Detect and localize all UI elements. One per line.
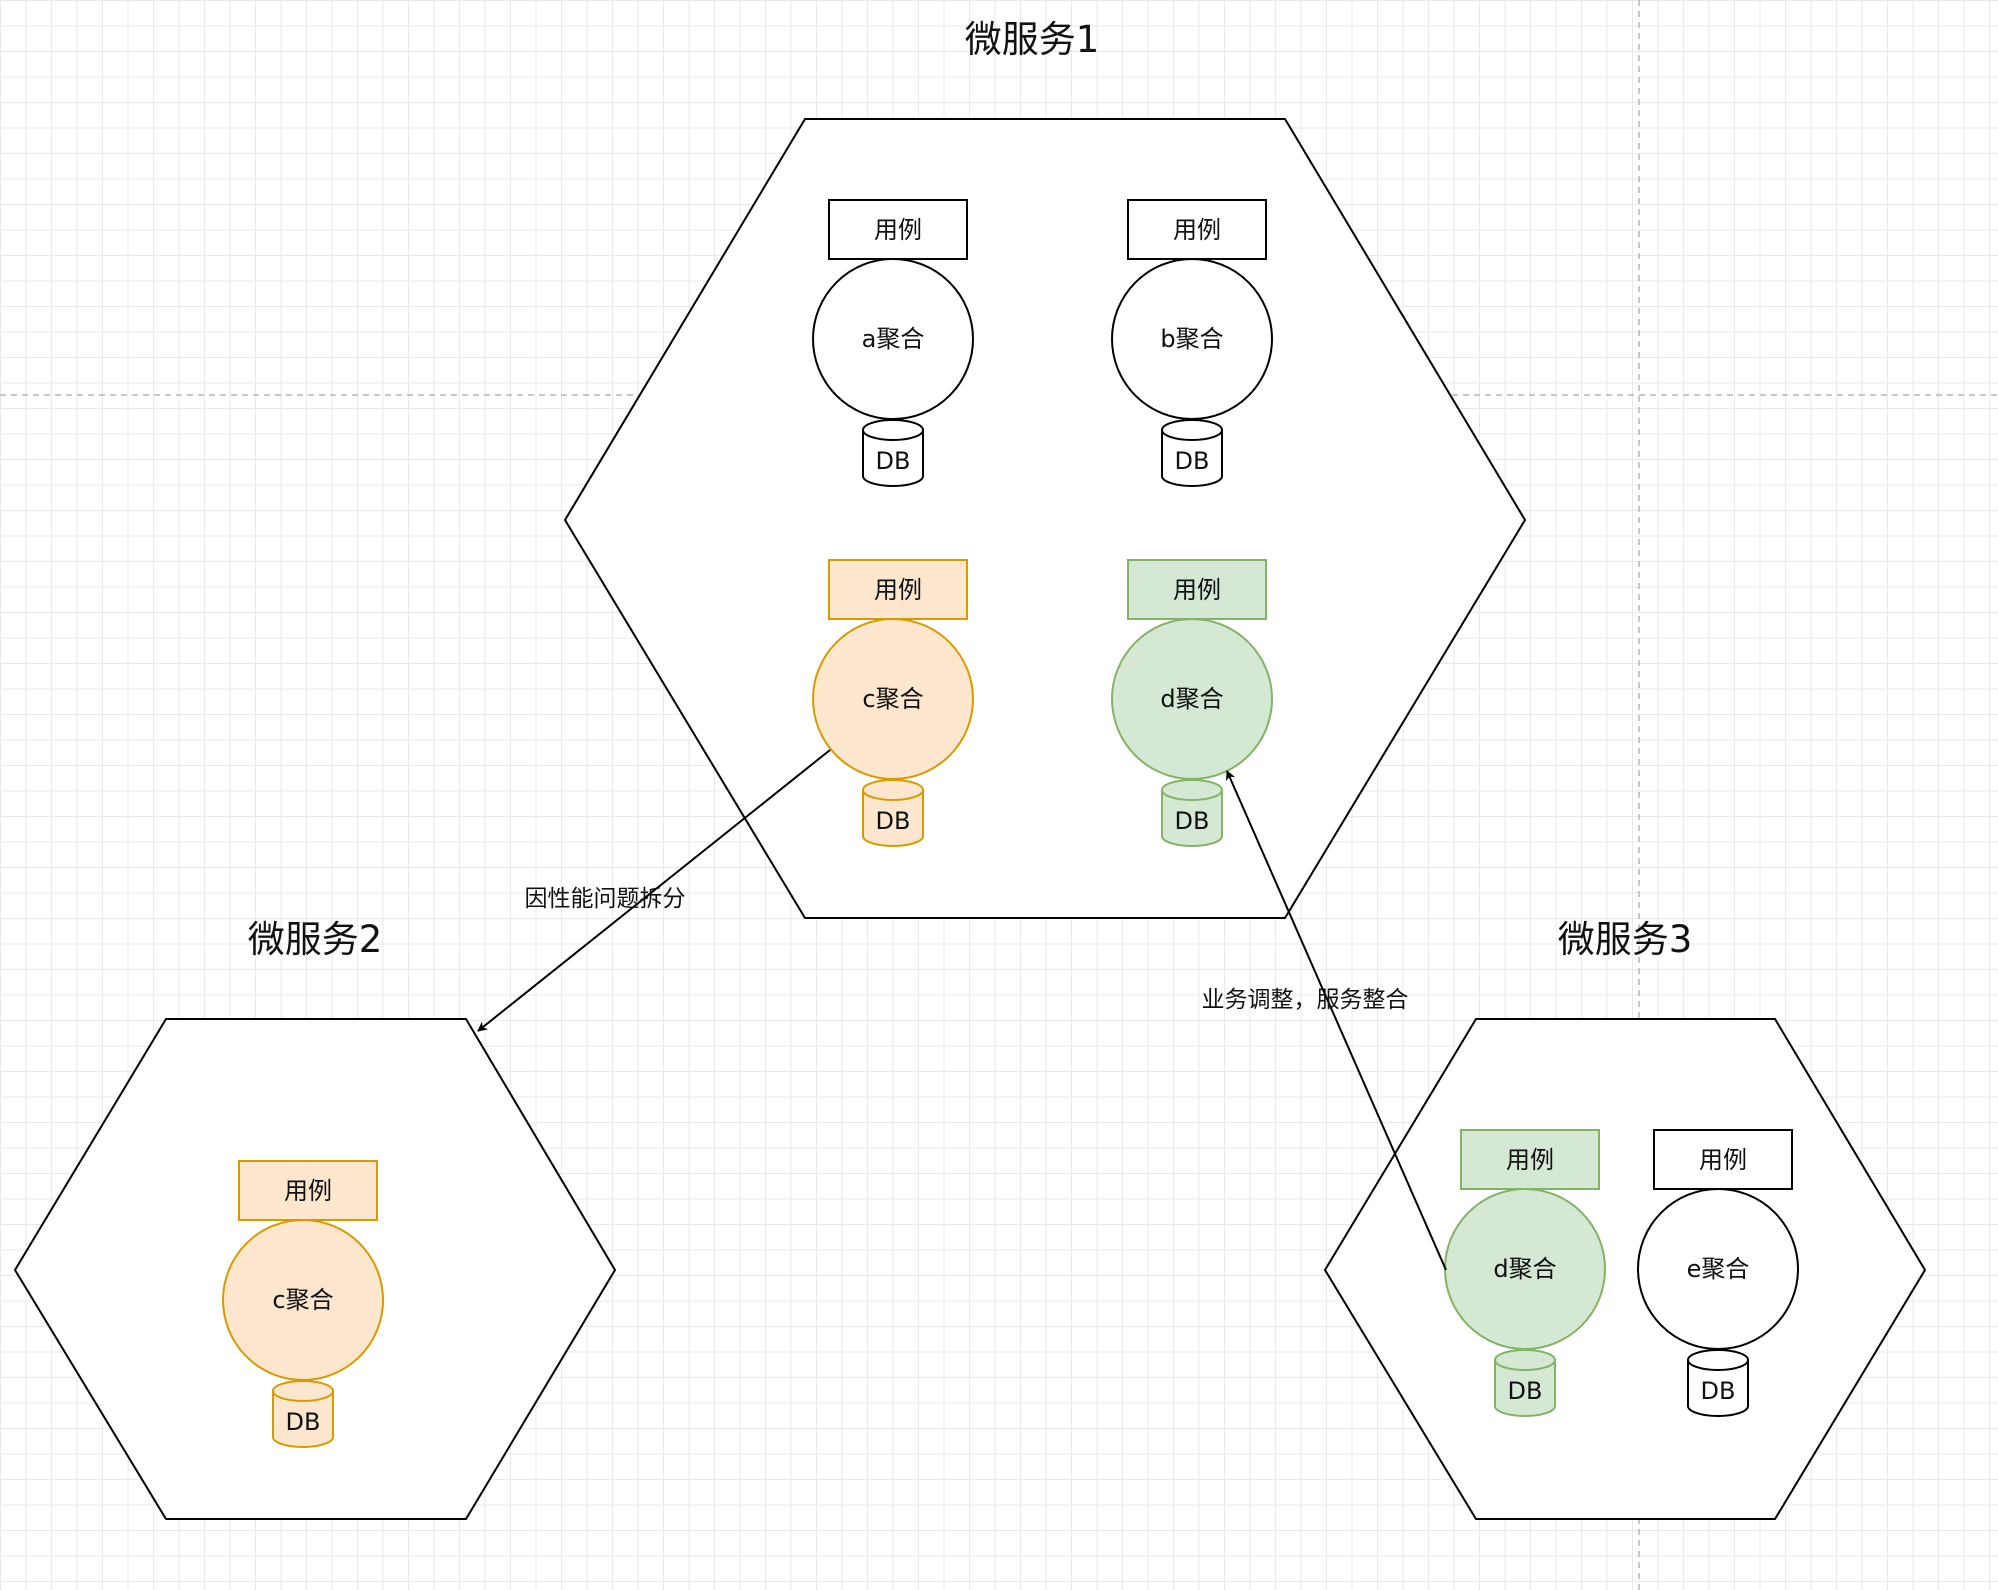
merge-arrow-label: 业务调整，服务整合 bbox=[1202, 987, 1409, 1013]
database-cylinder-icon[interactable] bbox=[862, 419, 924, 487]
database-label: DB bbox=[876, 447, 911, 475]
usecase-label: 用例 bbox=[1699, 1146, 1747, 1174]
microservice-1-hexagon[interactable] bbox=[563, 118, 1527, 919]
database-rim bbox=[1687, 1359, 1749, 1371]
database-label: DB bbox=[876, 807, 911, 835]
usecase-label: 用例 bbox=[1173, 576, 1221, 604]
database-label: DB bbox=[1508, 1377, 1543, 1405]
aggregate-group-c: 用例 c聚合 DB bbox=[812, 559, 974, 847]
usecase-box[interactable] bbox=[1127, 559, 1267, 620]
aggregate-label: b聚合 bbox=[1160, 325, 1223, 353]
database-label: DB bbox=[1175, 807, 1210, 835]
usecase-box[interactable] bbox=[828, 559, 968, 620]
database-label: DB bbox=[286, 1408, 321, 1436]
database-rim bbox=[272, 1390, 334, 1402]
database-rim bbox=[862, 429, 924, 441]
database-label: DB bbox=[1175, 447, 1210, 475]
database-rim bbox=[1494, 1359, 1556, 1371]
aggregate-label: a聚合 bbox=[862, 325, 925, 353]
database-rim bbox=[862, 789, 924, 801]
aggregate-label: c聚合 bbox=[862, 685, 923, 713]
aggregate-label: d聚合 bbox=[1160, 685, 1223, 713]
usecase-box[interactable] bbox=[1127, 199, 1267, 260]
database-label: DB bbox=[1701, 1377, 1736, 1405]
merge-arrow[interactable] bbox=[1226, 770, 1447, 1271]
aggregate-group-d: 用例 d聚合 DB bbox=[1111, 559, 1273, 847]
aggregate-group-a: 用例 a聚合 DB bbox=[812, 199, 974, 487]
database-cylinder-icon[interactable] bbox=[1494, 1349, 1556, 1417]
aggregate-group-b: 用例 b聚合 DB bbox=[1111, 199, 1273, 487]
usecase-box[interactable] bbox=[238, 1160, 378, 1221]
microservice-1-title: 微服务1 bbox=[965, 18, 1100, 61]
aggregate-group-e: 用例 e聚合 DB bbox=[1637, 1129, 1799, 1417]
database-rim bbox=[1161, 429, 1223, 441]
aggregate-group-d-ms3: 用例 d聚合 DB bbox=[1444, 1129, 1606, 1417]
usecase-box[interactable] bbox=[828, 199, 968, 260]
microservice-3-title: 微服务3 bbox=[1558, 918, 1693, 961]
usecase-box[interactable] bbox=[1653, 1129, 1793, 1190]
database-cylinder-icon[interactable] bbox=[1687, 1349, 1749, 1417]
aggregate-label: e聚合 bbox=[1687, 1255, 1750, 1283]
usecase-label: 用例 bbox=[1506, 1146, 1554, 1174]
usecase-label: 用例 bbox=[1173, 216, 1221, 244]
database-rim bbox=[1161, 789, 1223, 801]
database-cylinder-icon[interactable] bbox=[862, 779, 924, 847]
split-arrow-label: 因性能问题拆分 bbox=[525, 886, 686, 912]
aggregate-label: d聚合 bbox=[1493, 1255, 1556, 1283]
split-arrow[interactable] bbox=[477, 749, 831, 1032]
microservice-3-hexagon[interactable] bbox=[1323, 1018, 1927, 1520]
aggregate-group-c-ms2: 用例 c聚合 DB bbox=[222, 1160, 384, 1448]
database-cylinder-icon[interactable] bbox=[1161, 779, 1223, 847]
database-cylinder-icon[interactable] bbox=[1161, 419, 1223, 487]
usecase-label: 用例 bbox=[874, 576, 922, 604]
usecase-label: 用例 bbox=[874, 216, 922, 244]
database-cylinder-icon[interactable] bbox=[272, 1380, 334, 1448]
usecase-label: 用例 bbox=[284, 1177, 332, 1205]
microservice-2-title: 微服务2 bbox=[248, 918, 383, 961]
aggregate-label: c聚合 bbox=[272, 1286, 333, 1314]
